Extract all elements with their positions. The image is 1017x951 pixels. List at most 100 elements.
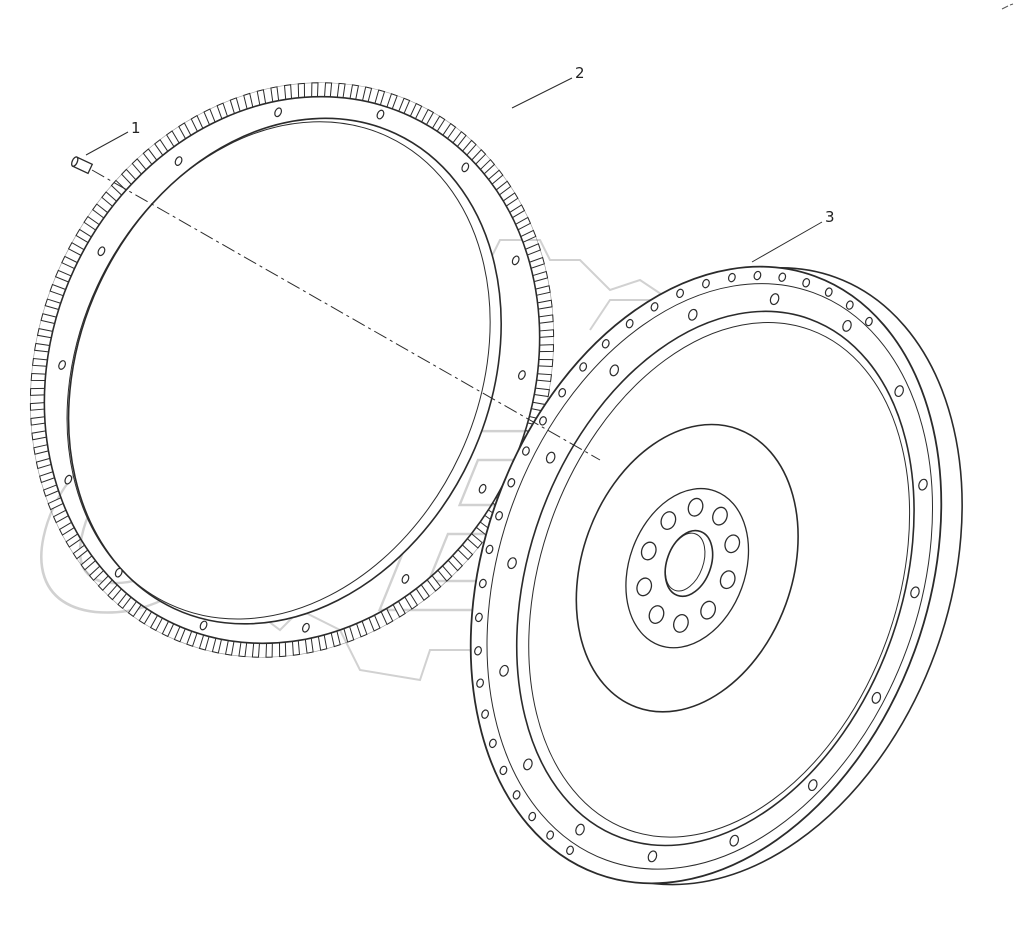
flywheel-face-hole (687, 308, 698, 321)
ring-gear-bolt-hole (478, 483, 487, 494)
flywheel-edge-hole (474, 646, 482, 656)
ring-gear-bolt-hole (274, 107, 283, 118)
flywheel-edge-hole (474, 612, 483, 623)
flywheel-hub-bolt-hole (648, 605, 665, 624)
flywheel-hub-bolt-hole (700, 600, 717, 620)
flywheel-face-hole (842, 319, 852, 332)
ring-gear-bolt-hole (301, 622, 310, 633)
flywheel-face-hole (894, 385, 904, 398)
callout-2: 2 (511, 64, 585, 109)
ring-gear-bolt-hole (376, 109, 385, 120)
flywheel-hub-bolt-holes (636, 497, 741, 633)
flywheel-edge-hole (625, 318, 634, 329)
ring-gear-inner-edge (66, 121, 491, 620)
gear-tooth (110, 179, 127, 196)
gear-tooth (190, 114, 204, 132)
ring-gear-bolt-hole (97, 246, 106, 257)
flywheel-face-hole (609, 364, 620, 377)
flywheel-hub-bolt-hole (719, 570, 736, 590)
flywheel-edge-hole (488, 738, 497, 749)
flywheel-face-hole (647, 850, 658, 863)
dowel-pin (71, 156, 94, 175)
flywheel-hub-bolt-hole (724, 534, 741, 554)
flywheel-face-hole (918, 478, 928, 491)
flywheel-edge-hole (566, 845, 574, 855)
flywheel-hub-outer (575, 423, 799, 713)
ring-gear-bolt-hole (199, 620, 208, 631)
flywheel-edge-hole (802, 278, 811, 288)
flywheel-face-hole (769, 293, 780, 306)
ring-gear-bolt-hole (64, 474, 73, 485)
gear-tooth (515, 216, 532, 231)
flywheel-face-hole (729, 834, 740, 847)
gear-tooth (495, 180, 512, 196)
flywheel-edge-hole (845, 300, 854, 310)
flywheel-hub-bolt-hole (673, 614, 689, 633)
flywheel-edge-hole (512, 790, 521, 800)
flywheel-edge-hole (476, 678, 485, 688)
ring-gear-bolt-hole (517, 370, 526, 380)
flywheel-face-holes (499, 293, 928, 863)
flywheel-edge-hole (558, 388, 567, 398)
gear-tooth (525, 243, 542, 256)
callout-1: 1 (85, 119, 141, 156)
flywheel-edge-hole (481, 709, 490, 719)
callout-3: 3 (751, 208, 835, 263)
callout-3-label: 3 (825, 208, 835, 226)
callout-2-label: 2 (575, 64, 585, 82)
gear-tooth (452, 130, 467, 147)
gear-tooth (471, 149, 487, 165)
gear-tooth (178, 122, 192, 139)
flywheel-hub-bolt-hole (640, 541, 657, 561)
flywheel-edge-hole (507, 478, 516, 488)
gear-tooth (488, 169, 504, 185)
flywheel-face-hole (499, 664, 509, 677)
flywheel-edge-hole (650, 302, 659, 312)
flywheel-edge-hole (499, 765, 508, 776)
gear-tooth (462, 139, 477, 156)
flywheel-face-hole (575, 823, 585, 836)
flywheel-edge-hole (485, 544, 494, 555)
flywheel-hub-bolt-hole (712, 506, 728, 526)
corner-mark (1001, 3, 1014, 10)
flywheel-face-hole (910, 586, 920, 599)
flywheel-edge-hole (824, 287, 833, 297)
flywheel-rim-step (486, 283, 933, 870)
callout-1-leader (85, 131, 129, 156)
flywheel-outer-rim (469, 265, 943, 885)
gear-tooth (520, 229, 537, 243)
gear-tooth (131, 158, 147, 175)
callout-1-label: 1 (131, 119, 141, 137)
flywheel-edge-hole (702, 278, 710, 289)
flywheel-edge-hole (495, 511, 504, 521)
flywheel-hub-boss (625, 487, 750, 649)
flywheel-edge-holes (474, 270, 873, 855)
flywheel-hub-bolt-hole (660, 511, 677, 530)
gear-tooth (120, 168, 137, 185)
callout-2-leader (511, 77, 573, 109)
flywheel-hub-bolt-hole (636, 577, 653, 597)
gear-tooth (83, 215, 100, 231)
ring-gear-teeth (29, 82, 555, 658)
flywheel-face-hole (807, 779, 818, 792)
gear-tooth (480, 158, 496, 175)
gear-tooth (154, 138, 169, 156)
gear-tooth (92, 203, 109, 219)
flywheel-edge-hole (676, 288, 685, 299)
gear-tooth (502, 192, 519, 207)
flywheel-edge-hole (528, 811, 537, 822)
flywheel-face-hole (545, 451, 556, 464)
flywheel-edge-hole (601, 339, 610, 349)
ring-gear-bolt-hole (461, 162, 470, 173)
ring-gear-bolt-hole (58, 360, 67, 370)
gear-tooth (216, 102, 228, 120)
gear-tooth (165, 130, 180, 147)
ring-gear-bolt-hole (511, 255, 520, 266)
flywheel-edge-hole (478, 578, 487, 589)
flywheel-edge-hole (778, 272, 787, 282)
flywheel-face-hole (871, 691, 882, 704)
flywheel-edge-hole (579, 362, 588, 372)
ring-gear-bolt-hole (114, 567, 123, 578)
gear-tooth (142, 148, 158, 165)
